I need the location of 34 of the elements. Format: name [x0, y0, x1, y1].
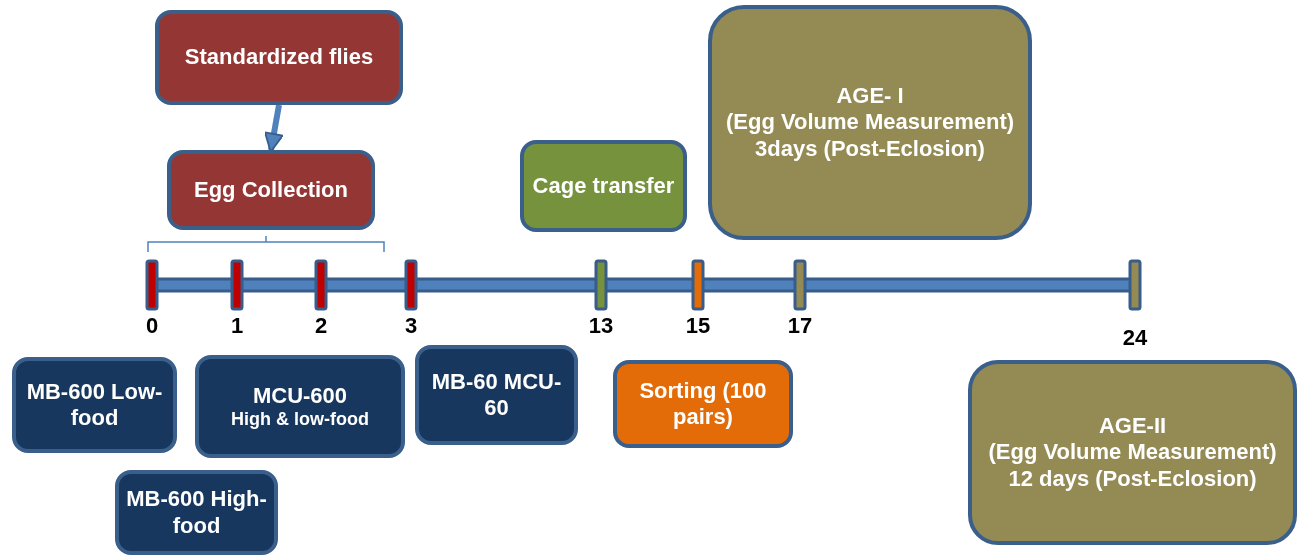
box-text: 3days (Post-Eclosion): [755, 135, 985, 163]
process-box: [195, 355, 405, 458]
tick-label: 13: [588, 313, 614, 339]
tick-label: 0: [145, 313, 159, 339]
process-box: [613, 360, 793, 448]
process-box: [520, 140, 687, 232]
process-box: [415, 345, 578, 445]
box-text: (Egg Volume Measurement): [725, 109, 1015, 136]
tick-label: 17: [787, 313, 813, 339]
process-box: [708, 5, 1032, 240]
box-text: MB-600 High-food: [125, 486, 268, 539]
box-text: AGE-II: [1098, 412, 1167, 440]
process-box: [167, 150, 375, 230]
process-box: [115, 470, 278, 555]
process-box: [968, 360, 1297, 545]
process-box: [12, 357, 177, 453]
tick-label: 24: [1122, 325, 1148, 351]
box-text: Egg Collection: [194, 176, 348, 204]
box-text: Standardized flies: [184, 44, 374, 71]
box-text: AGE- I: [836, 82, 904, 110]
box-text: (Egg Volume Measurement): [988, 439, 1277, 466]
box-text: Cage transfer: [532, 172, 675, 200]
box-text: MB-600 Low-food: [25, 378, 164, 432]
process-box: [155, 10, 403, 105]
box-text: MCU-600: [252, 382, 348, 409]
box-text: Sorting (100 pairs): [638, 377, 768, 431]
tick-label: 15: [685, 313, 711, 339]
box-text: High & low-food: [231, 408, 369, 431]
tick-label: 3: [404, 313, 418, 339]
arrow: [264, 104, 284, 153]
box-text: MB-60 MCU-60: [430, 368, 563, 422]
box-text: 12 days (Post-Eclosion): [1008, 465, 1257, 493]
tick-label: 2: [314, 313, 328, 339]
tick-label: 1: [230, 313, 244, 339]
